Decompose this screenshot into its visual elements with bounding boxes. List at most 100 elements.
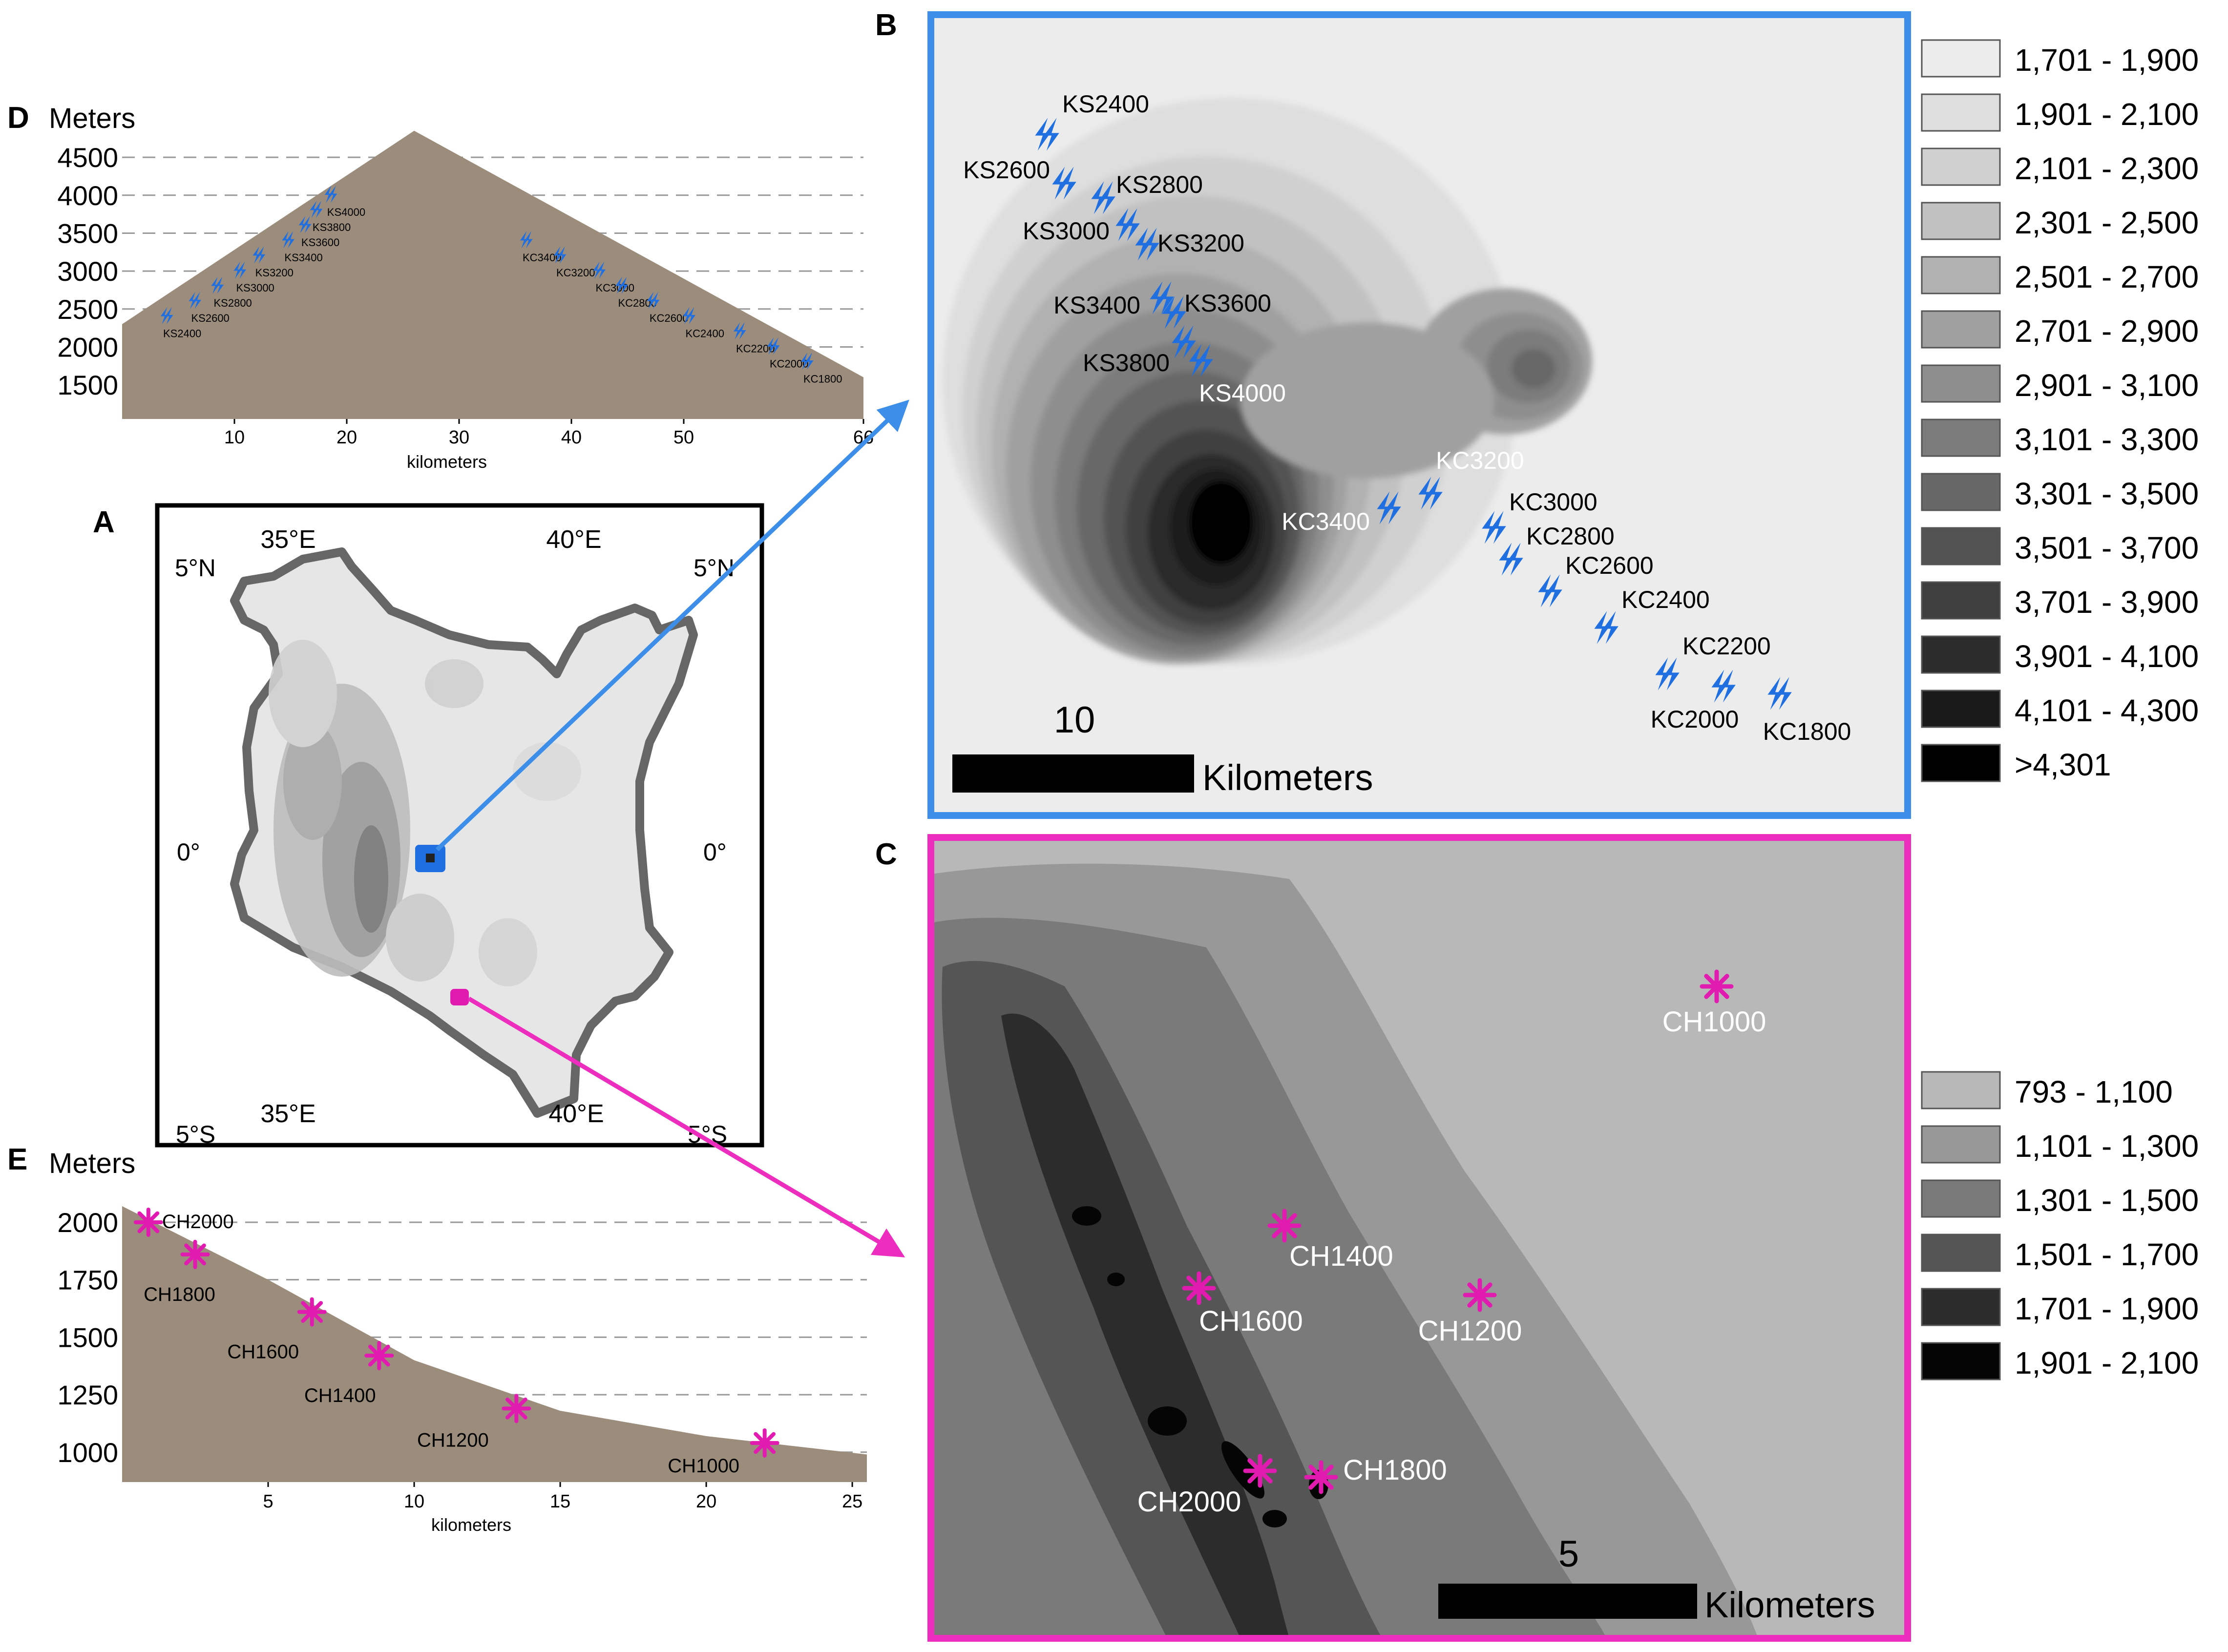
profile-e-site-label: CH2000 xyxy=(162,1211,234,1233)
map-c-scale-value: 5 xyxy=(1558,1533,1579,1575)
profile-d-site-label: KC2400 xyxy=(686,327,725,339)
legend-label: 2,101 - 2,300 xyxy=(2015,151,2199,186)
map-c-site-label: CH1800 xyxy=(1343,1454,1447,1486)
legend-swatch xyxy=(1921,256,2001,294)
asterisk-icon xyxy=(502,1394,531,1423)
lightning-bolt-icon xyxy=(647,292,660,309)
map-b-scale-value: 10 xyxy=(1054,699,1095,741)
profile-d-site-label: KS2400 xyxy=(163,327,201,339)
profile-e-site-label: CH1800 xyxy=(144,1284,215,1305)
lightning-bolt-icon xyxy=(593,261,606,279)
legend-label: 4,101 - 4,300 xyxy=(2015,693,2199,728)
contour-band xyxy=(1209,493,1243,542)
profile-d-site-label: KS2800 xyxy=(214,297,252,309)
asterisk-icon xyxy=(1267,1209,1302,1243)
lightning-bolt-icon xyxy=(683,307,696,324)
asterisk-icon xyxy=(133,1207,163,1237)
chyulu-location-marker xyxy=(450,989,469,1005)
map-b-site-label: KS2400 xyxy=(1062,90,1149,118)
panel-letter-e: E xyxy=(7,1143,27,1176)
map-c-site-label: CH1000 xyxy=(1662,1006,1766,1038)
lightning-bolt-icon xyxy=(1499,543,1523,576)
y-tick-label: 1750 xyxy=(57,1265,118,1296)
x-tick-label: 30 xyxy=(449,427,469,448)
legend-label: 1,901 - 2,100 xyxy=(2015,97,2199,132)
x-tick-label: 15 xyxy=(550,1491,570,1512)
map-b-site-label: KC3200 xyxy=(1436,447,1524,474)
legend-item: 2,901 - 3,100 xyxy=(1921,364,2199,403)
legend-label: 1,701 - 1,900 xyxy=(2015,1291,2199,1326)
panel-letter-d: D xyxy=(7,101,29,135)
map-b-site-label: KC2200 xyxy=(1682,632,1771,660)
legend-item: 3,101 - 3,300 xyxy=(1921,418,2199,457)
legend-swatch xyxy=(1921,1125,2001,1164)
lightning-bolt-icon xyxy=(1538,574,1562,607)
asterisk-icon xyxy=(750,1428,779,1458)
map-b-site-label: KS2800 xyxy=(1116,171,1203,198)
profile-d-site-label: KC2200 xyxy=(736,342,775,355)
profile-d-site-label: KC2000 xyxy=(770,357,809,370)
legend-swatch xyxy=(1921,690,2001,728)
legend-item: 1,701 - 1,900 xyxy=(1921,1288,2199,1326)
map-b-site-label: KC3400 xyxy=(1282,508,1370,535)
legend-label: 1,301 - 1,500 xyxy=(2015,1183,2199,1218)
legend-swatch xyxy=(1921,418,2001,457)
contour-band xyxy=(1739,15,1908,816)
legend-label: 793 - 1,100 xyxy=(2015,1074,2173,1109)
map-c-site-label: CH2000 xyxy=(1137,1486,1241,1518)
connector-arrow-kilimanjaro xyxy=(435,399,909,852)
lon-bottom-right: 40°E xyxy=(548,1100,604,1128)
lightning-bolt-icon xyxy=(1162,296,1186,329)
asterisk-icon xyxy=(1700,969,1734,1004)
profile-e-site-label: CH1400 xyxy=(304,1385,376,1406)
legend-label: 2,301 - 2,500 xyxy=(2015,205,2199,240)
legend-swatch xyxy=(1921,635,2001,674)
lightning-bolt-icon xyxy=(1418,477,1443,510)
legend-item: 2,101 - 2,300 xyxy=(1921,147,2199,186)
legend-swatch xyxy=(1921,744,2001,782)
legend-item: 3,701 - 3,900 xyxy=(1921,581,2199,620)
legend-swatch xyxy=(1921,1071,2001,1109)
lightning-bolt-icon xyxy=(1655,657,1680,690)
lightning-bolt-icon xyxy=(1091,181,1115,214)
map-b-site-label: KS3000 xyxy=(1023,217,1110,245)
y-tick-label: 2500 xyxy=(57,294,118,325)
profile-d-site-label: KS3200 xyxy=(255,267,294,279)
lightning-bolt-icon xyxy=(1711,669,1736,703)
y-tick-label: 1500 xyxy=(57,1322,118,1353)
lat-top-left: 5°N xyxy=(175,554,216,582)
map-b-site-label: KS3600 xyxy=(1184,290,1271,317)
legend-label: 3,101 - 3,300 xyxy=(2015,422,2199,457)
y-tick-label: 4500 xyxy=(57,142,118,173)
profile-e-site-label: CH1200 xyxy=(417,1429,489,1451)
legend-swatch xyxy=(1921,310,2001,349)
kenya-relief xyxy=(269,640,581,986)
legend-label: 1,701 - 1,900 xyxy=(2015,42,2199,78)
y-tick-label: 1250 xyxy=(57,1380,118,1410)
map-c-scale-unit: Kilometers xyxy=(1704,1585,1875,1625)
lightning-bolt-icon xyxy=(1135,228,1159,261)
legend-swatch xyxy=(1921,147,2001,186)
legend-label: 3,501 - 3,700 xyxy=(2015,530,2199,565)
x-tick-label: 10 xyxy=(224,427,245,448)
legend-label: 2,501 - 2,700 xyxy=(2015,259,2199,294)
legend-item: 1,901 - 2,100 xyxy=(1921,1342,2199,1380)
x-tick-label: 25 xyxy=(842,1491,862,1512)
lightning-bolt-icon xyxy=(1035,118,1059,151)
legend-swatch xyxy=(1921,1288,2001,1326)
legend-label: 1,101 - 1,300 xyxy=(2015,1129,2199,1164)
legend-label: 3,901 - 4,100 xyxy=(2015,639,2199,674)
legend-label: 3,301 - 3,500 xyxy=(2015,476,2199,511)
legend-label: 1,901 - 2,100 xyxy=(2015,1345,2199,1380)
lightning-bolt-icon xyxy=(767,337,780,355)
map-b-site-label: KS3200 xyxy=(1157,230,1244,257)
lightning-bolt-icon xyxy=(1172,325,1196,358)
